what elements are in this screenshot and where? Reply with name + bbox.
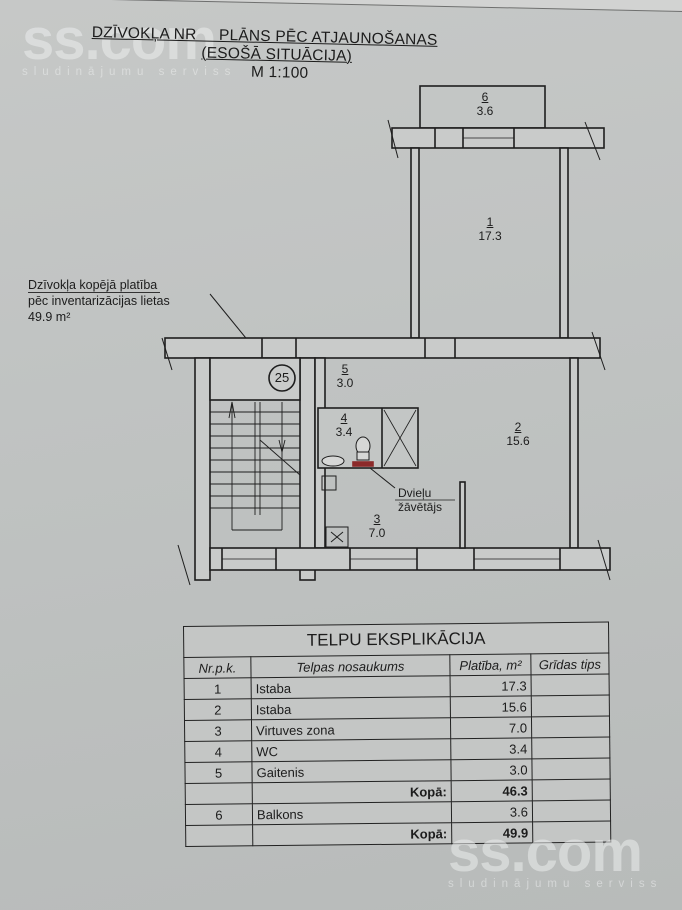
- cell-area: 3.0: [450, 758, 533, 781]
- cell-name: WC: [251, 738, 451, 762]
- total-row: Kopā: 49.9: [185, 821, 611, 847]
- cell-empty: [532, 779, 611, 801]
- cell-area: 3.6: [451, 800, 533, 823]
- room-number: 4: [340, 411, 348, 425]
- room-explication-table: TELPU EKSPLIKĀCIJA Nr.p.k. Telpas nosauk…: [183, 621, 612, 847]
- cell-floor: [531, 716, 610, 738]
- room-area: 15.6: [506, 434, 530, 448]
- subtotal-value: 46.3: [451, 779, 533, 802]
- room-label-2: 2 15.6: [493, 420, 543, 448]
- cell-nr: 6: [185, 803, 253, 826]
- annotation-line-2: žāvētājs: [398, 500, 443, 514]
- room-area: 3.4: [335, 425, 353, 439]
- cell-name: Istaba: [251, 696, 451, 720]
- stair-marker: 25: [274, 370, 290, 385]
- room-label-6: 6 3.6: [460, 90, 510, 118]
- room-number: 6: [481, 90, 489, 104]
- room-number: 2: [514, 420, 522, 434]
- cell-empty: [185, 824, 253, 847]
- col-header-floor: Grīdas tips: [530, 653, 610, 675]
- col-header-name: Telpas nosaukums: [250, 654, 451, 678]
- note-line-1: Dzīvokļa kopējā platība: [28, 278, 161, 293]
- total-area-note: Dzīvokļa kopējā platība pēc inventarizāc…: [28, 277, 170, 325]
- cell-name: Balkons: [252, 801, 452, 825]
- cell-nr: 5: [184, 761, 253, 784]
- room-number: 5: [341, 362, 349, 376]
- note-line-2: pēc inventarizācijas lietas: [28, 294, 170, 308]
- col-header-nr: Nr.p.k.: [183, 656, 252, 679]
- room-area: 3.0: [336, 376, 354, 390]
- room-number: 3: [373, 512, 381, 526]
- floor-plan-drawing: [161, 85, 611, 586]
- subtotal-label: Kopā:: [252, 780, 452, 804]
- cell-empty: [532, 821, 611, 843]
- cell-name: Virtuves zona: [251, 717, 451, 741]
- room-area: 7.0: [368, 526, 386, 540]
- room-number: 1: [486, 215, 494, 229]
- towel-dryer-annotation: Dvieļu žāvētājs: [398, 486, 442, 514]
- cell-name: Gaitenis: [251, 759, 452, 783]
- table-caption: TELPU EKSPLIKĀCIJA: [183, 622, 609, 658]
- total-value: 49.9: [451, 821, 533, 844]
- cell-floor: [531, 695, 610, 717]
- cell-nr: 3: [184, 719, 252, 742]
- cell-nr: 1: [184, 677, 252, 700]
- cell-nr: 2: [184, 698, 252, 721]
- cell-floor: [531, 758, 611, 780]
- cell-area: 15.6: [450, 695, 532, 718]
- cell-name: Istaba: [251, 675, 451, 699]
- col-header-area: Platība, m²: [449, 653, 532, 676]
- cell-floor: [531, 737, 610, 759]
- room-area: 3.6: [476, 104, 494, 118]
- total-label: Kopā:: [252, 822, 452, 846]
- note-line-3: 49.9 m²: [28, 310, 71, 324]
- cell-area: 7.0: [450, 716, 532, 739]
- cell-floor: [532, 800, 611, 822]
- room-area: 17.3: [478, 229, 502, 243]
- room-label-3: 3 7.0: [352, 512, 402, 540]
- room-label-1: 1 17.3: [465, 215, 515, 243]
- cell-floor: [531, 674, 610, 696]
- cell-area: 17.3: [450, 674, 532, 697]
- room-label-5: 5 3.0: [320, 362, 370, 390]
- annotation-line-1: Dvieļu: [398, 486, 432, 500]
- cell-nr: 4: [184, 740, 252, 763]
- cell-area: 3.4: [450, 737, 532, 760]
- cell-empty: [185, 782, 253, 805]
- room-label-4: 4 3.4: [319, 411, 369, 439]
